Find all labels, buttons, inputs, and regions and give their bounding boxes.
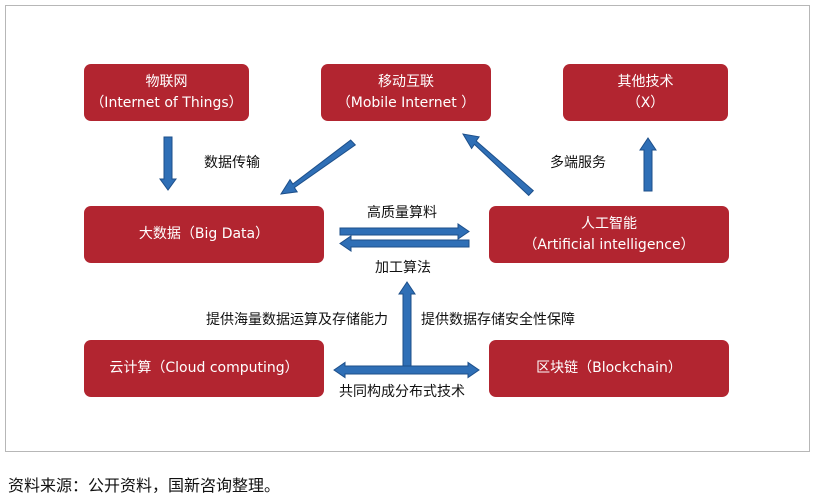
arrow-cloud-blockchain <box>333 361 480 379</box>
arrow-ai-to-mobile <box>462 133 535 197</box>
node-other-title: 其他技术 <box>617 73 674 90</box>
source-footer: 资料来源：公开资料，国新咨询整理。 <box>8 476 281 495</box>
label-high-quality: 高质量算料 <box>367 205 437 221</box>
node-ai-subtitle: （Artificial intelligence） <box>523 236 695 253</box>
node-mobile-title: 移动互联 <box>378 73 434 90</box>
node-other-tech: 其他技术 （X） <box>563 64 728 121</box>
label-compute-power: 提供海量数据运算及存储能力 <box>206 312 388 328</box>
arrow-ai-to-bigdata <box>339 235 470 252</box>
node-mobile-internet: 移动互联 （Mobile Internet ） <box>321 64 491 121</box>
label-secure-storage: 提供数据存储安全性保障 <box>421 312 575 328</box>
node-ai-title: 人工智能 <box>581 215 637 232</box>
label-data-transfer: 数据传输 <box>204 155 260 171</box>
arrow-mobile-to-bigdata <box>280 139 357 195</box>
node-blockchain-title: 区块链（Blockchain） <box>536 360 682 376</box>
diagram-frame <box>5 5 810 452</box>
arrow-iot-to-bigdata <box>159 136 177 191</box>
node-other-subtitle: （X） <box>626 94 665 111</box>
node-bigdata-title: 大数据（Big Data） <box>138 226 270 242</box>
node-blockchain: 区块链（Blockchain） <box>489 340 729 397</box>
node-iot-title: 物联网 <box>145 73 188 90</box>
node-ai: 人工智能 （Artificial intelligence） <box>489 206 729 263</box>
arrow-platform-up <box>398 281 416 367</box>
node-cloud-computing: 云计算（Cloud computing） <box>84 340 324 397</box>
arrow-bigdata-to-ai <box>339 223 470 240</box>
node-cloud-title: 云计算（Cloud computing） <box>109 360 299 376</box>
node-big-data: 大数据（Big Data） <box>84 206 324 263</box>
label-distributed: 共同构成分布式技术 <box>339 384 465 400</box>
label-algorithm: 加工算法 <box>375 260 431 276</box>
label-multi-service: 多端服务 <box>550 155 606 171</box>
node-iot: 物联网 （Internet of Things） <box>84 64 249 121</box>
node-mobile-subtitle: （Mobile Internet ） <box>336 94 476 111</box>
arrow-ai-to-other <box>639 137 657 192</box>
node-iot-subtitle: （Internet of Things） <box>90 94 243 111</box>
